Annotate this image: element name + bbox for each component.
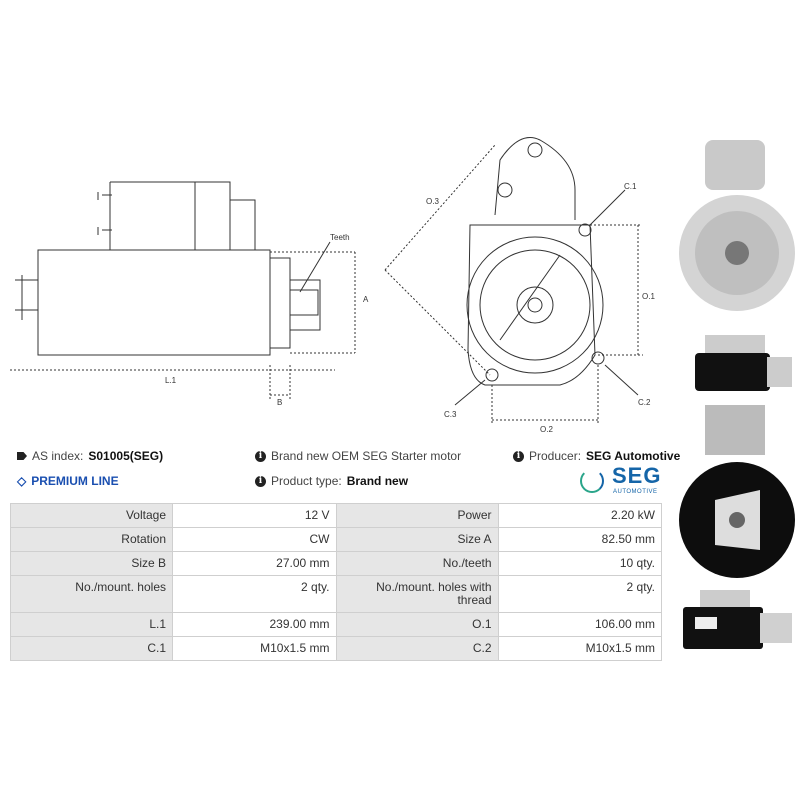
premium-line[interactable]: ◇ PREMIUM LINE: [17, 474, 119, 488]
info-icon: i: [255, 450, 266, 462]
spec-key: Rotation: [10, 527, 173, 552]
as-index: AS index:S01005(SEG): [17, 449, 163, 463]
spec-value: 12 V: [172, 503, 337, 528]
spec-value: 2.20 kW: [497, 503, 662, 528]
spec-value: CW: [172, 527, 337, 552]
spec-key: L.1: [10, 612, 173, 637]
label-c2: C.2: [638, 398, 651, 407]
spec-value: 82.50 mm: [497, 527, 662, 552]
spec-key: Voltage: [10, 503, 173, 528]
spec-key: O.1: [335, 612, 499, 637]
spec-key: No./mount. holes: [10, 575, 173, 613]
spec-key: C.1: [10, 636, 173, 661]
spec-value: 239.00 mm: [172, 612, 337, 637]
spec-key: No./teeth: [335, 551, 499, 576]
spec-value: 106.00 mm: [497, 612, 662, 637]
label-a: A: [363, 295, 369, 304]
spec-key: C.2: [335, 636, 499, 661]
spec-value: 2 qty.: [172, 575, 337, 613]
spec-key: Size A: [335, 527, 499, 552]
info-icon: i: [513, 450, 524, 462]
spec-key: Size B: [10, 551, 173, 576]
spec-value: 2 qty.: [497, 575, 662, 613]
seg-logo: SEG AUTOMOTIVE: [580, 465, 670, 498]
label-c1: C.1: [624, 182, 637, 191]
product-photos: [679, 140, 795, 649]
label-teeth: Teeth: [330, 233, 350, 242]
spec-value: 27.00 mm: [172, 551, 337, 576]
label-c3: C.3: [444, 410, 457, 419]
side-view-drawing: [10, 181, 356, 400]
spec-value: 10 qty.: [497, 551, 662, 576]
spec-key: No./mount. holes with thread: [335, 575, 499, 613]
label-b: B: [277, 398, 283, 407]
spec-value: M10x1.5 mm: [172, 636, 337, 661]
diamond-icon: ◇: [17, 474, 27, 488]
spec-value: M10x1.5 mm: [497, 636, 662, 661]
label-o3: O.3: [426, 197, 439, 206]
label-o2: O.2: [540, 425, 553, 434]
label-l1: L.1: [165, 376, 177, 385]
front-view-drawing: [384, 137, 643, 425]
label-o1: O.1: [642, 292, 655, 301]
tag-icon: [17, 452, 27, 460]
spec-key: Power: [335, 503, 499, 528]
info-icon: i: [255, 475, 266, 487]
